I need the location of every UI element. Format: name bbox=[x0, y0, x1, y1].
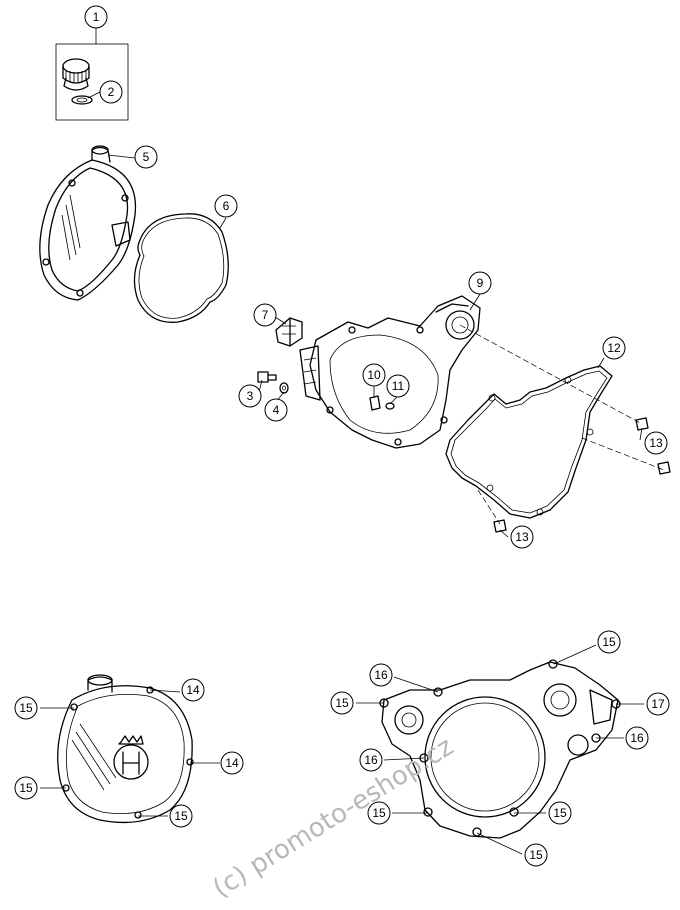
callout-15h-label: 15 bbox=[529, 848, 543, 862]
callout-15b: 15 bbox=[14, 776, 38, 800]
watermark-text: (c) promoto-eshop.cz bbox=[208, 732, 459, 904]
outer-cover-icon bbox=[39, 145, 137, 301]
clutch-gasket-icon bbox=[445, 365, 613, 519]
callout-15e-label: 15 bbox=[335, 696, 349, 710]
callout-11-label: 11 bbox=[392, 379, 405, 393]
callout-16c-label: 16 bbox=[364, 753, 378, 767]
callout-15f-label: 15 bbox=[372, 806, 386, 820]
husqvarna-logo-icon bbox=[113, 735, 149, 780]
callout-13b: 13 bbox=[510, 525, 534, 549]
callout-4-label: 4 bbox=[273, 403, 280, 417]
screw-icon bbox=[257, 371, 277, 383]
callout-15h: 15 bbox=[524, 843, 548, 867]
callout-15e: 15 bbox=[330, 691, 354, 715]
callout-15d-label: 15 bbox=[602, 635, 616, 649]
callout-16a-label: 16 bbox=[374, 668, 388, 682]
callout-6: 6 bbox=[214, 194, 238, 218]
callout-9-label: 9 bbox=[477, 276, 484, 290]
callout-15a: 15 bbox=[14, 696, 38, 720]
callout-13a: 13 bbox=[644, 431, 668, 455]
callout-13b-label: 13 bbox=[515, 530, 529, 544]
callout-17: 17 bbox=[646, 692, 670, 716]
callout-1-label: 1 bbox=[93, 10, 100, 24]
callout-2-label: 2 bbox=[108, 85, 115, 99]
callout-5: 5 bbox=[134, 145, 158, 169]
callout-7-label: 7 bbox=[262, 308, 269, 322]
callout-3-label: 3 bbox=[247, 389, 254, 403]
callout-15a-label: 15 bbox=[19, 701, 33, 715]
callout-16c: 16 bbox=[359, 748, 383, 772]
callout-6-label: 6 bbox=[223, 199, 230, 213]
dowel-pin-icon bbox=[493, 417, 671, 533]
oil-filler-plug-icon bbox=[62, 58, 90, 91]
callout-15c-label: 15 bbox=[174, 809, 188, 823]
callout-14a-label: 14 bbox=[186, 683, 200, 697]
callout-15g-label: 15 bbox=[553, 806, 567, 820]
callout-14b-label: 14 bbox=[225, 756, 239, 770]
callout-15g: 15 bbox=[548, 801, 572, 825]
callout-15f: 15 bbox=[367, 801, 391, 825]
callout-16b: 16 bbox=[625, 726, 649, 750]
callout-15c: 15 bbox=[169, 804, 193, 828]
callout-10: 10 bbox=[362, 363, 386, 387]
callout-17-label: 17 bbox=[651, 697, 665, 711]
oil-plug-detail-box bbox=[55, 28, 129, 121]
callout-10-label: 10 bbox=[367, 368, 381, 382]
washer-icon bbox=[279, 382, 289, 394]
callout-1: 1 bbox=[84, 5, 108, 29]
breather-icon bbox=[275, 317, 303, 347]
callout-2: 2 bbox=[99, 80, 123, 104]
clutch-cover-icon bbox=[299, 295, 481, 449]
callout-12-label: 12 bbox=[607, 341, 621, 355]
callout-16a: 16 bbox=[369, 663, 393, 687]
callout-3: 3 bbox=[238, 384, 262, 408]
callout-4: 4 bbox=[264, 398, 288, 422]
callout-15d: 15 bbox=[597, 630, 621, 654]
cover-gasket-icon bbox=[133, 213, 229, 323]
leader-lines bbox=[40, 91, 644, 855]
callout-15b-label: 15 bbox=[19, 781, 33, 795]
callout-7: 7 bbox=[253, 303, 277, 327]
callout-13a-label: 13 bbox=[649, 436, 663, 450]
callout-12: 12 bbox=[602, 336, 626, 360]
o-ring-icon bbox=[71, 95, 93, 105]
assembled-cover-left bbox=[57, 674, 194, 824]
callout-9: 9 bbox=[468, 271, 492, 295]
callout-5-label: 5 bbox=[143, 150, 150, 164]
callout-14a: 14 bbox=[181, 678, 205, 702]
callout-11: 11 bbox=[386, 374, 410, 398]
callout-16b-label: 16 bbox=[630, 731, 644, 745]
callout-14b: 14 bbox=[220, 751, 244, 775]
